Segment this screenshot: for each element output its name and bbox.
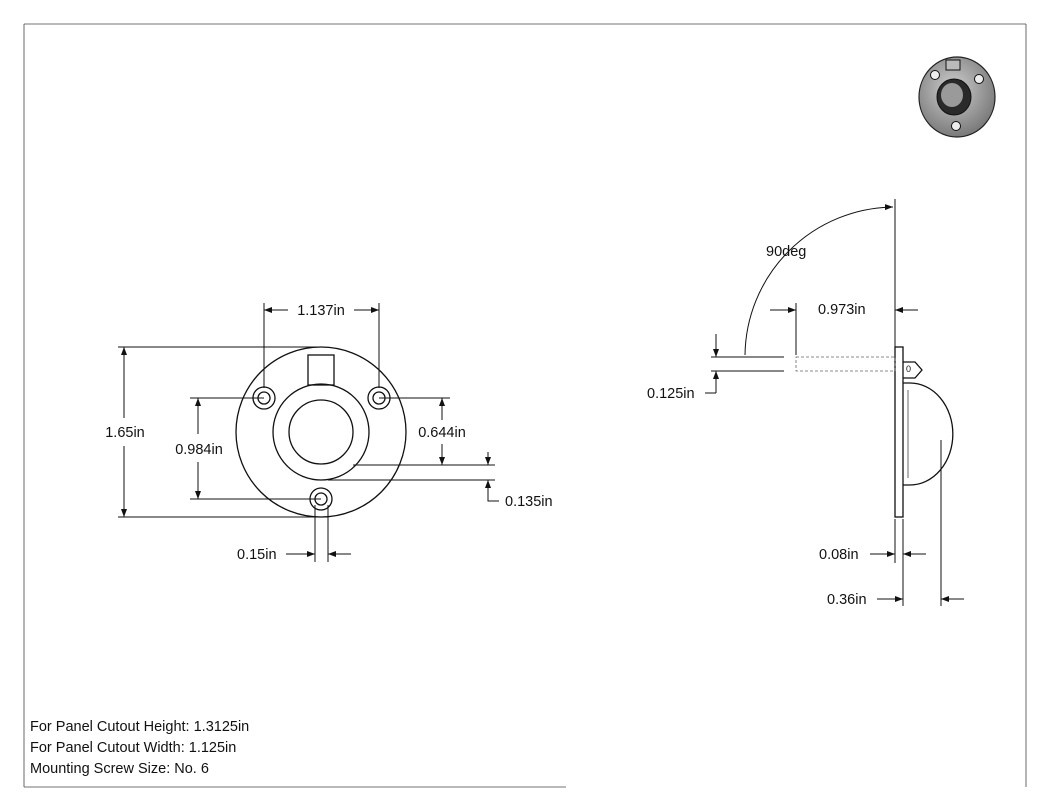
side-view: 0	[795, 346, 954, 518]
dim-hole-spacing: 0.984in	[175, 397, 321, 500]
folded-ring-hidden	[795, 356, 896, 372]
dim-total-depth: 0.36in	[827, 440, 964, 608]
dim-label-ring-thickness: 0.125in	[647, 386, 695, 402]
dim-label-ring-offset: 0.135in	[505, 494, 553, 510]
dim-label-ring-length: 0.973in	[818, 302, 866, 318]
dim-label-hole-diameter: 0.15in	[237, 547, 277, 563]
dim-ring-diameter: 0.644in	[353, 397, 495, 466]
dim-width-holes: 1.137in	[263, 303, 380, 388]
dim-ring-offset: 0.135in	[328, 452, 553, 510]
dim-height-total: 1.65in	[105, 346, 321, 518]
note-cutout-width: For Panel Cutout Width: 1.125in	[30, 740, 237, 756]
dim-label-flange-thickness: 0.08in	[819, 547, 859, 563]
dim-label-width: 1.137in	[297, 303, 345, 319]
dim-ring-length: 0.973in	[770, 302, 918, 355]
side-view-label: 0	[906, 364, 911, 374]
dim-rotation: 90deg	[744, 199, 896, 356]
dome-side	[903, 382, 954, 486]
thumbnail-3d-icon	[918, 56, 996, 138]
ring-tab	[307, 354, 335, 386]
front-view	[235, 346, 407, 518]
dim-label-rotation: 90deg	[766, 244, 806, 260]
note-screw-size: Mounting Screw Size: No. 6	[30, 761, 209, 777]
note-cutout-height: For Panel Cutout Height: 1.3125in	[30, 719, 250, 735]
dim-ring-thickness: 0.125in	[647, 334, 784, 402]
dim-label-height: 1.65in	[105, 425, 145, 441]
dim-label-total-depth: 0.36in	[827, 592, 867, 608]
dim-hole-diameter: 0.15in	[237, 505, 351, 563]
drawing-border	[23, 23, 1027, 788]
dim-flange-thickness: 0.08in	[819, 519, 926, 563]
flange-outline	[235, 346, 407, 518]
dim-label-hole-spacing: 0.984in	[175, 442, 223, 458]
ring-outer	[272, 383, 370, 481]
flange-side	[894, 346, 904, 518]
ring-inner	[288, 399, 354, 465]
dim-label-ring-diameter: 0.644in	[418, 425, 466, 441]
